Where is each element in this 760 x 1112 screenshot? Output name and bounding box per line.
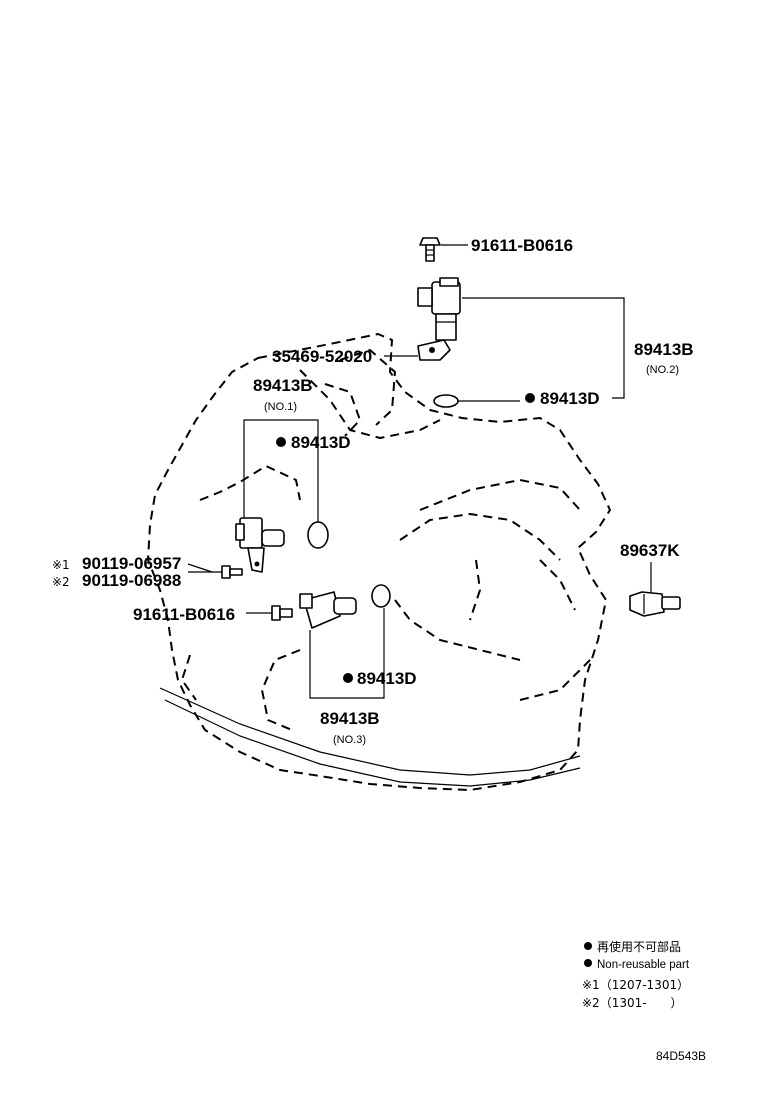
mark-bolt-a: ※1 [52, 558, 70, 572]
oring-no1-icon [307, 521, 329, 549]
label-sensor-no2-sub: (NO.2) [646, 364, 679, 376]
label-bolt-top: 91611-B0616 [471, 236, 573, 255]
sensor-no3-icon [299, 591, 357, 629]
legend-line-4: ※2（1301- ） [582, 996, 683, 1010]
non-reusable-dot-no1 [276, 437, 286, 447]
label-sensor-no1: 89413B [253, 376, 313, 395]
bolt-top-icon [419, 237, 441, 262]
oring-no2-icon [433, 394, 459, 408]
label-bracket: 35469-52020 [272, 347, 372, 366]
label-bolt-b: 90119-06988 [82, 571, 181, 590]
bolt-lower-icon [271, 605, 293, 621]
label-bolt-lower: 91611-B0616 [133, 605, 235, 624]
label-sensor-no3-sub: (NO.3) [333, 734, 366, 746]
label-bolt-a: 90119-06957 [82, 554, 181, 573]
transmission-outline [147, 333, 611, 791]
leader-bolt-ab-top [187, 563, 213, 573]
label-sensor-no1-sub: (NO.1) [264, 401, 297, 413]
bracket-line-no1 [243, 419, 319, 522]
legend-line-2: Non-reusable part [597, 959, 690, 971]
non-reusable-dot-no3 [343, 673, 353, 683]
legend-line-3: ※1（1207-1301） [582, 978, 689, 992]
bracket-line-no2 [462, 297, 625, 399]
oil-pan-outline [159, 687, 581, 787]
sensor-no1-icon [235, 517, 285, 573]
oring-no3-icon [371, 584, 391, 608]
legend-line-1: 再使用不可部品 [597, 939, 681, 954]
label-oring-no1: 89413D [291, 433, 351, 452]
label-oring-no3: 89413D [357, 669, 417, 688]
bolt-ab-icon [221, 565, 243, 579]
non-reusable-dot-no2 [525, 393, 535, 403]
legend: 再使用不可部品 Non-reusable part ※1（1207-1301） … [582, 939, 690, 1010]
legend-dot-2 [584, 959, 592, 967]
bracket-icon [417, 339, 451, 361]
mark-bolt-b: ※2 [52, 575, 70, 589]
switch-icon [629, 591, 681, 617]
sensor-no2-icon [417, 277, 461, 341]
label-switch: 89637K [620, 541, 680, 560]
label-sensor-no2: 89413B [634, 340, 694, 359]
bracket-line-no3 [309, 608, 385, 699]
label-oring-no2: 89413D [540, 389, 600, 408]
legend-dot-1 [584, 942, 592, 950]
figure-id: 84D543B [656, 1049, 706, 1063]
label-sensor-no3: 89413B [320, 709, 380, 728]
